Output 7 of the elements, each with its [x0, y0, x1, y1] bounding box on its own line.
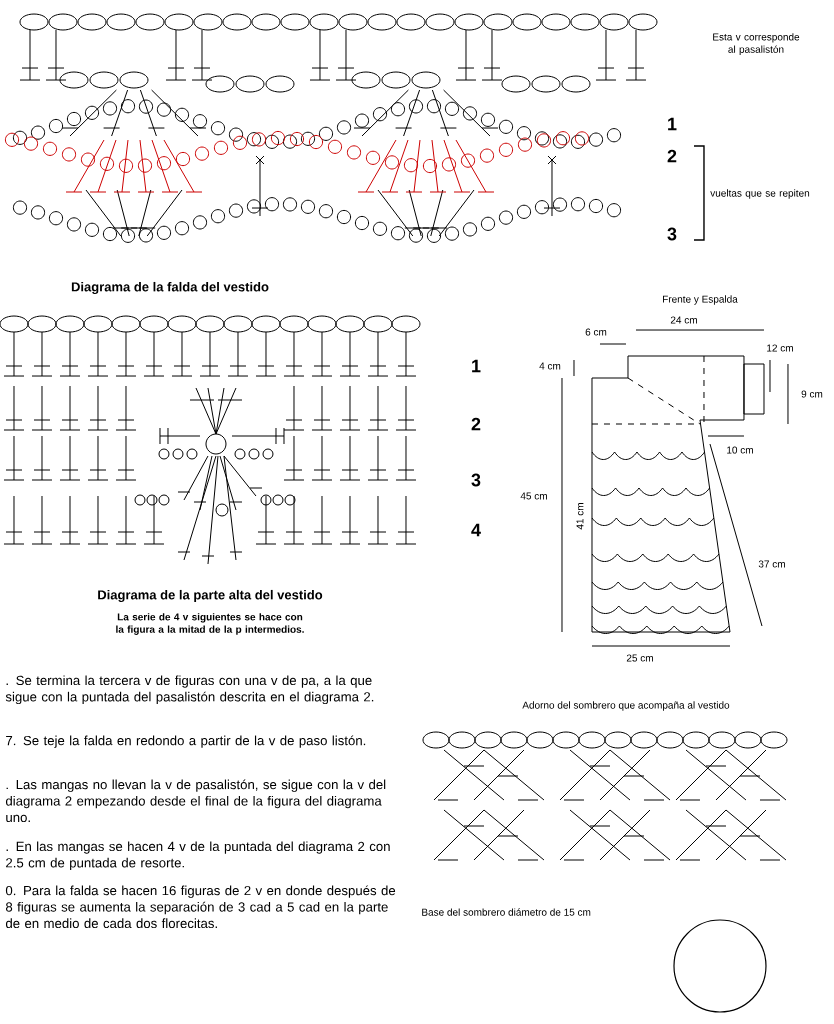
row-number: 3	[471, 473, 481, 487]
row-number: 3	[667, 227, 677, 241]
row-number: 2	[667, 149, 677, 163]
row-number: 4	[471, 523, 481, 537]
row-number: 2	[471, 417, 481, 431]
row-number: 1	[668, 117, 677, 131]
row-number: 1	[472, 359, 481, 373]
